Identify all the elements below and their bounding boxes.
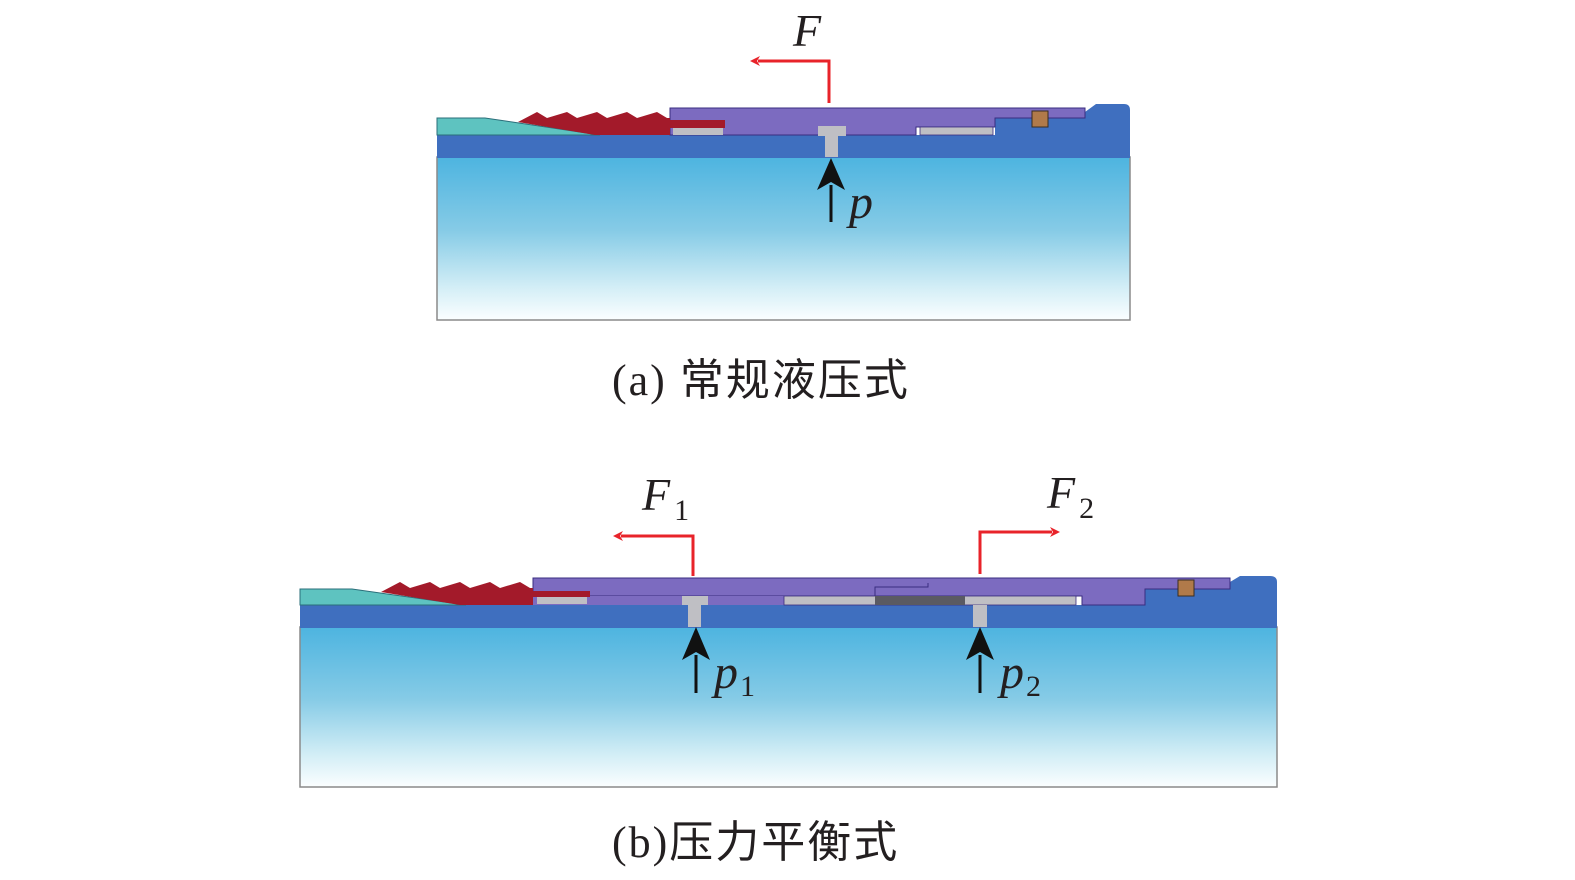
- tool-body: [436, 156, 1131, 321]
- caption-panel-b: (b)压力平衡式: [612, 818, 900, 867]
- pressure-port: [682, 596, 708, 605]
- end-housing: [1145, 576, 1277, 605]
- slips: [381, 582, 590, 605]
- chamber: [537, 597, 587, 604]
- pressure-port: [818, 126, 846, 136]
- force-arrow-f: [750, 56, 831, 103]
- slips: [518, 112, 725, 135]
- shear-pin: [1031, 110, 1049, 128]
- shear-pin: [1177, 579, 1195, 597]
- balance-piston: [875, 596, 965, 605]
- piston-sleeve-lower: [533, 596, 785, 605]
- pressure-arrowhead: [817, 158, 845, 190]
- tool-body: [299, 626, 1278, 788]
- pressure-port: [973, 605, 987, 627]
- pressure-arrowhead: [682, 627, 710, 660]
- pressure-port: [825, 136, 838, 157]
- chamber: [673, 128, 723, 135]
- pressure-port: [688, 605, 701, 627]
- end-housing: [995, 104, 1130, 135]
- caption-panel-a: (a) 常规液压式: [612, 356, 910, 405]
- force-arrow-f2: [978, 527, 1060, 574]
- force-label-f: F: [792, 5, 822, 56]
- chamber: [919, 126, 994, 136]
- pressure-arrowhead: [966, 627, 994, 660]
- piston-step: [874, 583, 929, 596]
- piston-sleeve: [669, 107, 1086, 136]
- panel-a-diagram: F p: [436, 5, 1131, 321]
- pressure-label-p2: p2: [997, 646, 1041, 703]
- mandrel: [300, 605, 1277, 628]
- mandrel: [437, 135, 1130, 158]
- force-arrow-f1: [613, 531, 695, 576]
- pressure-label-p: p: [846, 176, 873, 229]
- pressure-label-p1: p1: [711, 646, 755, 703]
